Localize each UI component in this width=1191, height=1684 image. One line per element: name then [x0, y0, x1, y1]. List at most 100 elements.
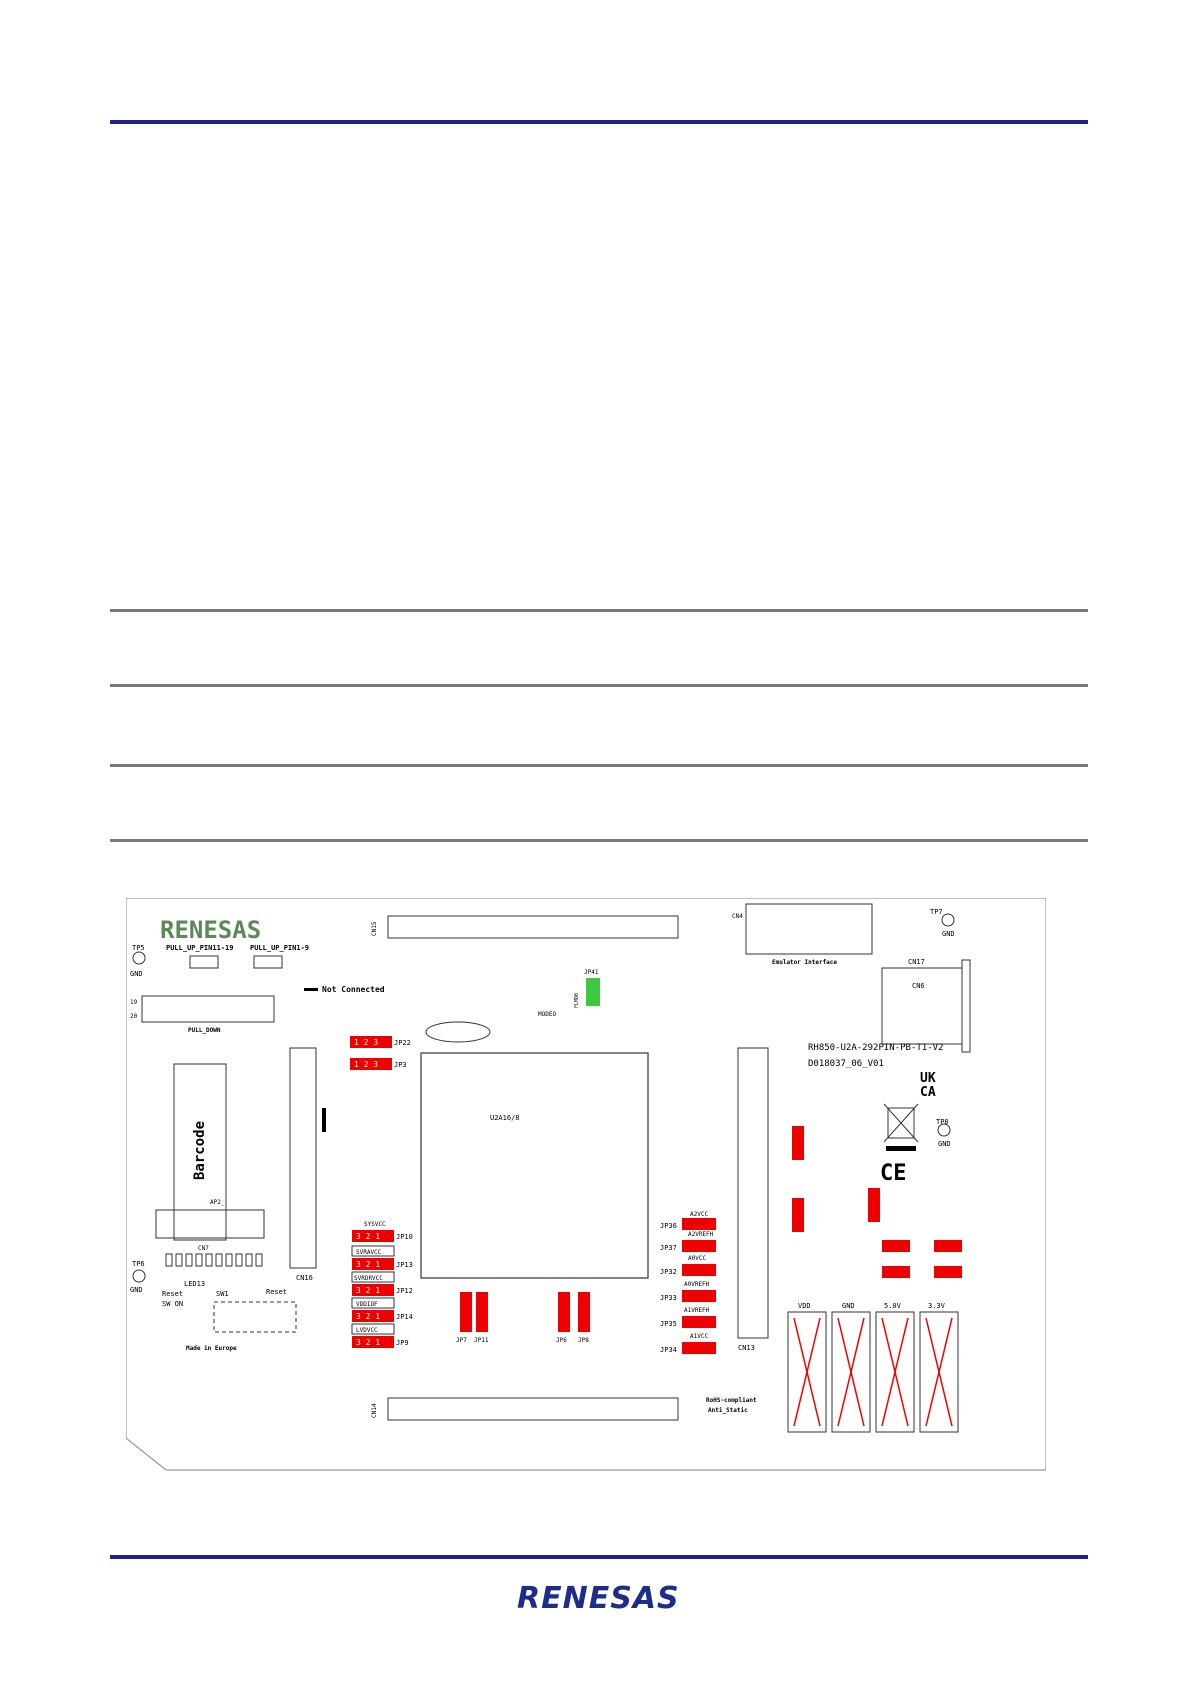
jp23-jumper	[792, 1198, 804, 1232]
footer-rule	[110, 1555, 1088, 1559]
svg-text:VDDIOF: VDDIOF	[356, 1301, 378, 1308]
pullup-1-9: PULL_UP_PIN1-9	[250, 944, 309, 952]
tp7-label: TP7	[930, 908, 943, 916]
svg-text:AP2_: AP2_	[210, 1199, 225, 1206]
jp11-jumper	[476, 1292, 488, 1332]
tp6-pad	[132, 1269, 146, 1283]
pull-down-header	[141, 995, 275, 1023]
jp5-jumper	[934, 1266, 962, 1278]
svg-text:3 2 1: 3 2 1	[356, 1260, 380, 1269]
jp6-jumper	[558, 1292, 570, 1332]
svg-text:MODEO: MODEO	[538, 1011, 556, 1018]
made-in-europe: Made in Europe	[186, 1345, 237, 1352]
svg-text:GND: GND	[842, 1302, 855, 1310]
svg-text:JP10: JP10	[396, 1233, 413, 1241]
jp41-flmd0-jumper	[586, 978, 600, 1006]
tp8-pad	[937, 1123, 951, 1137]
sw-on-text: SW ON	[162, 1300, 183, 1308]
led-bar	[165, 1253, 263, 1267]
reset-sw-label: Reset	[266, 1288, 287, 1296]
ukca-mark-2: CA	[920, 1085, 936, 1100]
not-connected-label: Not Connected	[322, 985, 385, 994]
svg-text:5.0V: 5.0V	[884, 1302, 902, 1310]
board-figure: RENESAS TP5 GND PULL_UP_PIN11-19 PULL_UP…	[125, 897, 1047, 1474]
cn15-header	[387, 915, 679, 939]
svg-text:CN14: CN14	[371, 1403, 378, 1418]
emulator-interface-label: Emulator Interface	[772, 959, 837, 966]
rohs-label: RoHS-compliant	[706, 1397, 757, 1404]
cn13-header	[737, 1047, 769, 1339]
ce-mark: CE	[880, 1161, 907, 1186]
jp22-jumper	[350, 1036, 392, 1048]
svg-text:CN15: CN15	[371, 921, 378, 936]
svg-text:JP9: JP9	[396, 1339, 409, 1347]
svg-text:CN16: CN16	[296, 1274, 313, 1282]
svg-text:CN17: CN17	[908, 958, 925, 966]
svg-text:A1VREFH: A1VREFH	[684, 1307, 710, 1314]
svg-text:SVRAVCC: SVRAVCC	[356, 1249, 382, 1256]
barcode-label: Barcode	[192, 1121, 208, 1180]
analog-jumper-stack: A2VCC JP36 A2VREFH JP37 A0VCC JP32 A0VRE…	[660, 1211, 716, 1354]
mcu-label: U2A16/8	[490, 1114, 520, 1122]
power-connectors: VDD GND 5.0V 3.3V	[787, 1302, 959, 1433]
divider-4	[110, 839, 1088, 842]
jp8-jumper	[578, 1292, 590, 1332]
barcode-box	[173, 1063, 227, 1241]
cn14-header	[387, 1397, 679, 1421]
weee-bin-icon	[887, 1107, 915, 1139]
svg-text:JP34: JP34	[660, 1346, 677, 1354]
jp2-jumper	[792, 1126, 804, 1160]
jp30-jumper	[882, 1240, 910, 1252]
svg-text:CN13: CN13	[738, 1344, 755, 1352]
svg-text:3 2 1: 3 2 1	[356, 1312, 380, 1321]
svg-text:JP36: JP36	[660, 1222, 677, 1230]
tp5-gnd: GND	[130, 970, 143, 978]
anti-static-label: Anti_Static	[708, 1407, 748, 1414]
tp7-gnd: GND	[942, 930, 955, 938]
svg-text:VDD: VDD	[798, 1302, 811, 1310]
svg-text:1 2 3: 1 2 3	[354, 1038, 378, 1047]
svg-text:20: 20	[130, 1013, 138, 1020]
header-rule	[110, 120, 1088, 124]
svg-text:JP3: JP3	[394, 1061, 407, 1069]
svg-text:CN4: CN4	[732, 913, 743, 920]
svg-text:JP32: JP32	[660, 1268, 677, 1276]
svg-text:JP22: JP22	[394, 1039, 411, 1047]
board-name-1: RH850-U2A-292PIN-PB-T1-V2	[808, 1043, 943, 1053]
jp7-jumper	[460, 1292, 472, 1332]
jp31-jumper	[934, 1240, 962, 1252]
svg-text:CN7: CN7	[198, 1245, 209, 1252]
svg-text:JP11: JP11	[474, 1337, 489, 1344]
ap2-header	[155, 1209, 265, 1239]
svg-text:3 2 1: 3 2 1	[356, 1338, 380, 1347]
tp6-gnd: GND	[130, 1286, 143, 1294]
divider-3	[110, 764, 1088, 767]
svg-text:JP41: JP41	[584, 969, 599, 976]
board-logo: RENESAS	[160, 916, 261, 944]
ukca-mark-1: UK	[920, 1071, 936, 1086]
svg-text:SW1: SW1	[216, 1290, 229, 1298]
svg-text:19: 19	[130, 999, 138, 1006]
svg-text:JP7: JP7	[456, 1337, 467, 1344]
svg-text:3 2 1: 3 2 1	[356, 1232, 380, 1241]
tp5-label: TP5	[132, 944, 145, 952]
svg-text:A2VCC: A2VCC	[690, 1211, 708, 1218]
divider-2	[110, 684, 1088, 687]
svg-text:SVRDRVCC: SVRDRVCC	[354, 1275, 383, 1282]
svg-text:JP6: JP6	[556, 1337, 567, 1344]
svg-text:1 2 3: 1 2 3	[354, 1060, 378, 1069]
svg-text:CN6: CN6	[912, 982, 925, 990]
svg-text:JP12: JP12	[396, 1287, 413, 1295]
tp6-label: TP6	[132, 1260, 145, 1268]
svg-text:3.3V: 3.3V	[928, 1302, 946, 1310]
svg-text:3 2 1: 3 2 1	[356, 1286, 380, 1295]
svg-text:A0VCC: A0VCC	[688, 1255, 706, 1262]
cn16-header	[289, 1047, 317, 1269]
board-name-2: D018037_06_V01	[808, 1059, 884, 1069]
svg-text:JP33: JP33	[660, 1294, 677, 1302]
svg-text:JP13: JP13	[396, 1261, 413, 1269]
jp4-jumper	[882, 1266, 910, 1278]
cn4-emulator-connector	[745, 903, 873, 955]
svg-text:A0VREFH: A0VREFH	[684, 1281, 710, 1288]
svg-text:LVDVCC: LVDVCC	[356, 1327, 378, 1334]
